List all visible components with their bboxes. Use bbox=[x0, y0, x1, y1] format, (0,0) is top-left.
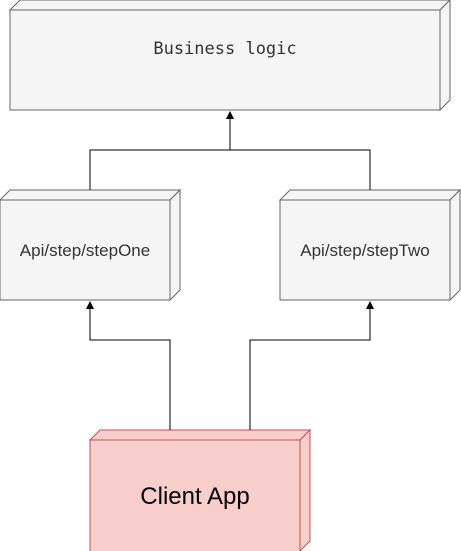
business-logic-label: Business logic bbox=[153, 39, 296, 59]
connector-step-one-to-business-logic bbox=[89, 111, 234, 190]
step-one-label: Api/step/stepOne bbox=[20, 241, 150, 260]
business-logic-node[interactable]: Business logic bbox=[8, 0, 451, 112]
connector-step-two-to-business-logic bbox=[230, 149, 371, 190]
step-two-label: Api/step/stepTwo bbox=[300, 241, 429, 260]
step-one-node[interactable]: Api/step/stepOne bbox=[0, 188, 182, 302]
connector-client-to-step-two bbox=[249, 301, 374, 430]
client-app-label: Client App bbox=[140, 483, 249, 510]
step-two-node[interactable]: Api/step/stepTwo bbox=[278, 188, 461, 302]
connector-client-to-step-one bbox=[86, 301, 171, 430]
client-app-node[interactable]: Client App bbox=[88, 428, 312, 551]
